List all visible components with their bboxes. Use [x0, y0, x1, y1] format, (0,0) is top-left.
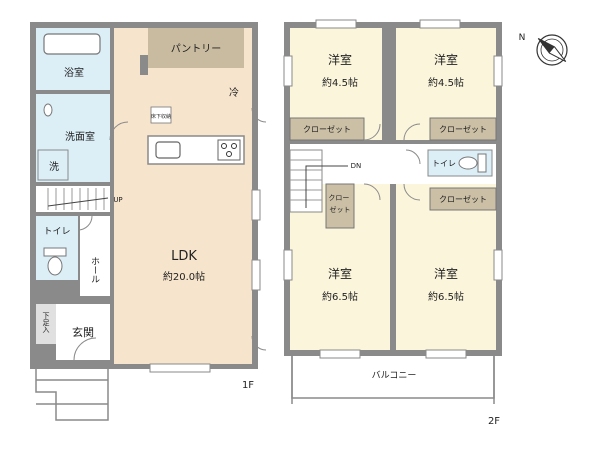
- washer-space: [37, 149, 69, 181]
- stair-arrow-2f: [305, 165, 348, 208]
- bedroom-se: [396, 184, 496, 350]
- hall-area: [80, 216, 110, 296]
- ldk-size-label: 約20.0帖: [163, 270, 205, 283]
- toilet-icon-2f: [458, 153, 487, 173]
- ldk-room: [114, 28, 252, 364]
- sink-icon: [155, 141, 181, 159]
- hall-label: ホール: [89, 256, 100, 283]
- stair-down-label: DN: [351, 162, 362, 170]
- bedroom-sw-name: 洋室: [328, 266, 352, 281]
- balcony: [291, 356, 495, 404]
- closet-ne: [429, 117, 497, 141]
- toilet-label-1f: トイレ: [43, 227, 70, 237]
- pantry-shelf: [140, 55, 148, 75]
- bedroom-ne-name: 洋室: [434, 52, 458, 67]
- bedroom-nw-size: 約4.5帖: [322, 76, 358, 89]
- door-swings-1f: [73, 107, 267, 361]
- shoe-storage: [36, 304, 56, 344]
- stove-icon: [217, 139, 241, 161]
- closet-se: [429, 187, 497, 211]
- washer-label: 洗: [49, 161, 59, 173]
- bathtub-icon: [43, 33, 101, 55]
- underfloor-storage-box: [150, 106, 172, 124]
- closet-nw: [289, 117, 365, 141]
- bedroom-se-name: 洋室: [434, 266, 458, 281]
- closet-small-line1: クロー: [328, 194, 349, 202]
- door-swings-2f: [363, 123, 421, 201]
- floor-2: 洋室 約4.5帖 洋室 約4.5帖 洋室 約6.5帖 洋室 約6.5帖 クローゼ…: [283, 19, 503, 427]
- bedroom-ne-size: 約4.5帖: [428, 76, 464, 89]
- north-arrow-icon: N: [519, 33, 568, 66]
- bedroom-sw-size: 約6.5帖: [322, 290, 358, 303]
- bedroom-nw-name: 洋室: [328, 52, 352, 67]
- bedroom-se-size: 約6.5帖: [428, 290, 464, 303]
- windows-2f: [283, 19, 503, 359]
- north-label: N: [519, 33, 526, 43]
- toilet-label-2f: トイレ: [432, 159, 456, 168]
- stair-up-label: UP: [113, 196, 122, 204]
- pantry-label: パントリー: [171, 43, 222, 55]
- bath-label: 浴室: [64, 66, 84, 79]
- closet-small: [325, 183, 355, 229]
- fridge-label: 冷: [229, 86, 239, 99]
- porch-steps: [35, 369, 109, 421]
- closet-ne-label: クローゼット: [439, 124, 487, 134]
- closet-small-line2: ゼット: [330, 205, 351, 214]
- entrance-room: [56, 304, 110, 360]
- balcony-label: バルコニー: [372, 370, 417, 381]
- closet-nw-label: クローゼット: [303, 124, 351, 134]
- washroom-label: 洗面室: [65, 130, 95, 143]
- stair-arrow-1f: [47, 197, 109, 207]
- pantry-room: [148, 28, 244, 68]
- closet-small-label: クロー ゼット: [328, 194, 351, 214]
- shoe-storage-label: 下足入: [42, 312, 50, 333]
- windows-1f: [149, 189, 261, 373]
- floor2-label: 2F: [488, 416, 500, 427]
- floor1-label: 1F: [242, 380, 254, 391]
- basin-icon: [43, 103, 53, 117]
- ldk-name-label: LDK: [171, 249, 197, 264]
- toilet-icon-1f: [43, 247, 67, 276]
- entrance-label: 玄関: [72, 325, 94, 339]
- floor-1: パントリー 浴室 洗面室 洗 冷 床下収納 LDK 約20.0帖 UP トイレ …: [30, 22, 267, 421]
- underfloor-storage-label: 床下収納: [151, 113, 171, 120]
- closet-se-label: クローゼット: [439, 194, 487, 204]
